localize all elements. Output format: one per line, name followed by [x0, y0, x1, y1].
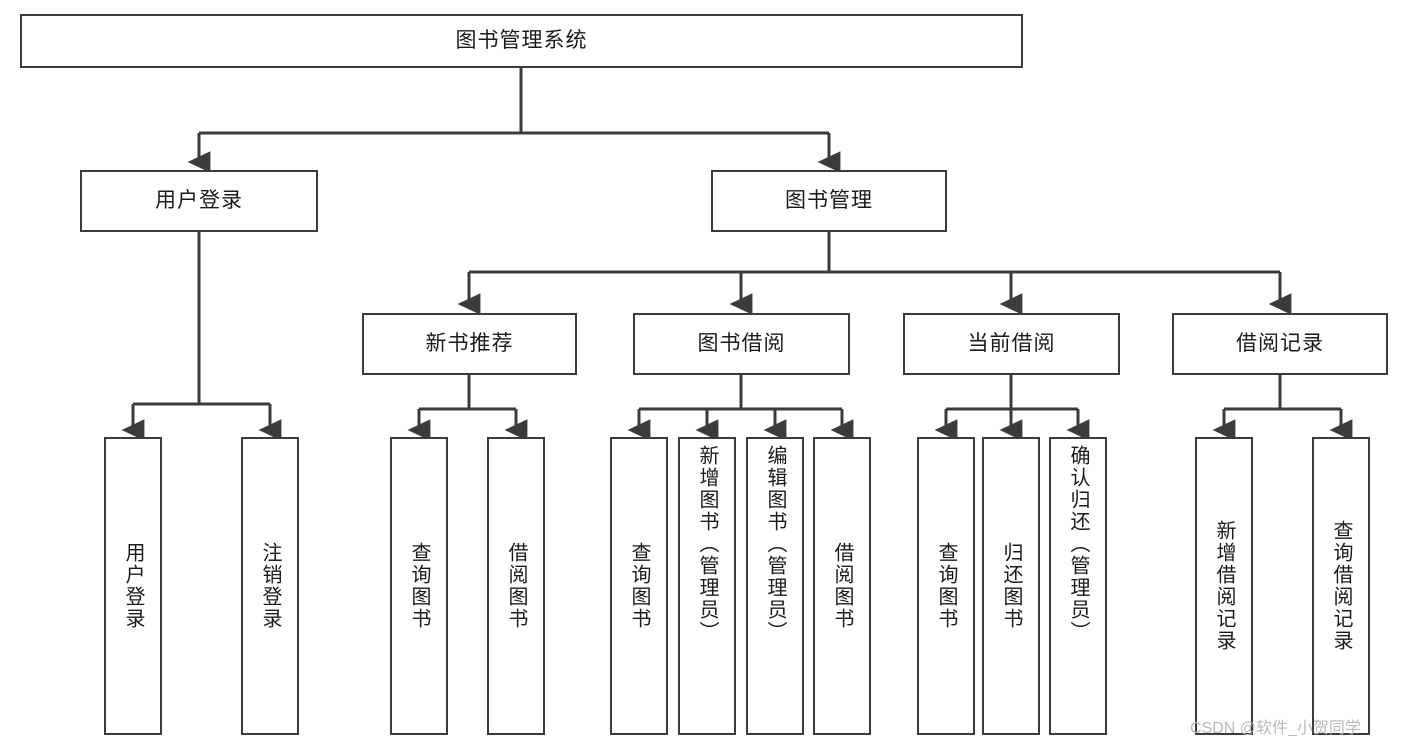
- node-label: 编辑图书（管理员）: [764, 445, 786, 643]
- node-leaf-add-book-admin[interactable]: 新增图书（管理员）: [678, 437, 736, 735]
- node-leaf-user-login[interactable]: 用户登录: [104, 437, 162, 735]
- node-label: 图书管理: [785, 189, 873, 213]
- watermark: CSDN @软件_小贺同学: [1190, 720, 1361, 737]
- node-current-borrow[interactable]: 当前借阅: [903, 313, 1120, 375]
- node-leaf-add-borrow-record[interactable]: 新增借阅记录: [1195, 437, 1253, 735]
- node-label: 用户登录: [155, 189, 243, 213]
- node-leaf-confirm-return-admin[interactable]: 确认归还（管理员）: [1049, 437, 1107, 735]
- node-leaf-edit-book-admin[interactable]: 编辑图书（管理员）: [746, 437, 804, 735]
- node-leaf-logout[interactable]: 注销登录: [241, 437, 299, 735]
- node-leaf-query-borrow-record[interactable]: 查询借阅记录: [1312, 437, 1370, 735]
- node-label: 查询图书: [628, 542, 650, 630]
- node-book-borrow[interactable]: 图书借阅: [633, 313, 850, 375]
- node-leaf-borrow-book[interactable]: 借阅图书: [813, 437, 871, 735]
- node-leaf-return-book[interactable]: 归还图书: [982, 437, 1040, 735]
- node-leaf-borrow-book-recommend[interactable]: 借阅图书: [487, 437, 545, 735]
- node-label: 图书管理系统: [455, 29, 588, 53]
- node-new-book-recommend[interactable]: 新书推荐: [362, 313, 577, 375]
- node-label: 借阅图书: [505, 542, 527, 630]
- node-label: 新书推荐: [425, 332, 514, 356]
- node-user-login[interactable]: 用户登录: [80, 170, 318, 232]
- node-root-system[interactable]: 图书管理系统: [20, 14, 1023, 68]
- node-leaf-query-book-current[interactable]: 查询图书: [917, 437, 975, 735]
- node-label: 查询图书: [408, 542, 430, 630]
- node-label: 新增借阅记录: [1213, 520, 1235, 652]
- node-borrow-record[interactable]: 借阅记录: [1172, 313, 1388, 375]
- node-label: 当前借阅: [967, 332, 1056, 356]
- node-label: 查询图书: [935, 542, 957, 630]
- node-book-management[interactable]: 图书管理: [711, 170, 947, 232]
- node-label: 注销登录: [259, 542, 281, 630]
- node-label: 确认归还（管理员）: [1067, 445, 1089, 643]
- node-label: 归还图书: [1000, 542, 1022, 630]
- node-leaf-query-book-recommend[interactable]: 查询图书: [390, 437, 448, 735]
- node-label: 图书借阅: [697, 332, 786, 356]
- node-label: 借阅记录: [1236, 332, 1324, 356]
- node-leaf-query-book-borrow[interactable]: 查询图书: [610, 437, 668, 735]
- node-label: 借阅图书: [831, 542, 853, 630]
- node-label: 查询借阅记录: [1330, 520, 1352, 652]
- node-label: 用户登录: [122, 542, 144, 630]
- node-label: 新增图书（管理员）: [696, 445, 718, 643]
